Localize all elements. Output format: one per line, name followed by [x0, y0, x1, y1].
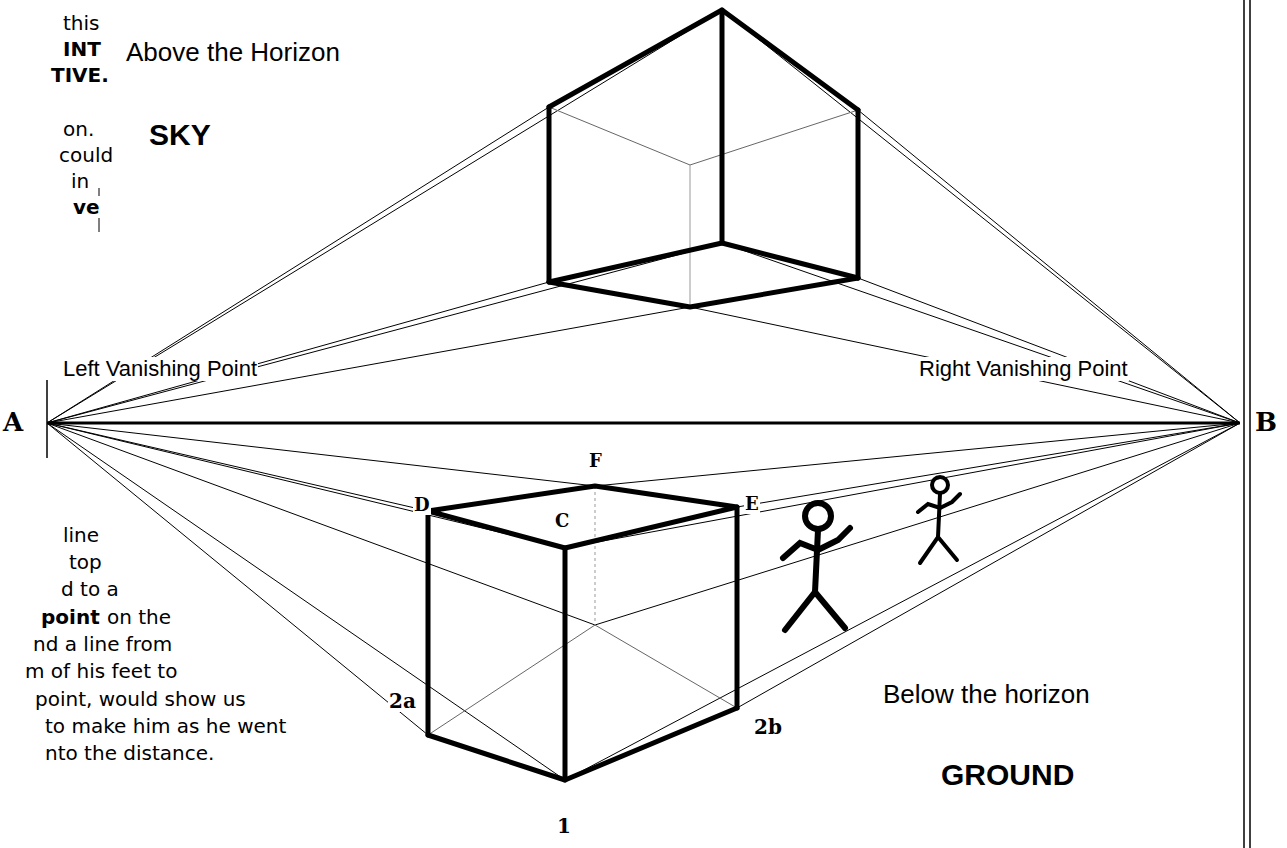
region-label: Above the Horizon [125, 38, 341, 67]
corner-letter: E [744, 494, 760, 514]
note-text: INT [62, 38, 102, 60]
corner-letter: C [554, 511, 570, 531]
corner-letter: F [588, 451, 603, 471]
vanishing-point-label: Right Vanishing Point [918, 357, 1129, 381]
note-text: ve [72, 196, 101, 218]
note-text: d to a [60, 578, 120, 600]
region-label: SKY [148, 118, 212, 151]
callout-number: 2a [388, 690, 417, 712]
corner-letter: D [413, 495, 431, 515]
note-text: point, would show us [34, 688, 247, 710]
note-text: nto the distance. [44, 742, 215, 764]
vanishing-point-label: Left Vanishing Point [62, 357, 258, 381]
point-letter: B [1254, 408, 1278, 437]
stick-figure [918, 477, 960, 563]
callout-number: 2b [753, 716, 783, 738]
region-label: Below the horizon [882, 680, 1091, 709]
note-text: could [58, 144, 114, 166]
stick-figure [783, 503, 850, 630]
region-label: GROUND [940, 758, 1075, 791]
note-text: on. [62, 118, 95, 140]
note-text: on the [106, 606, 172, 628]
note-text: to make him as he went [44, 715, 287, 737]
note-text: TIVE. [50, 64, 110, 86]
point-letter: A [2, 408, 24, 437]
callout-number: 1 [556, 815, 572, 837]
note-text: m of his feet to [24, 660, 178, 682]
note-text: top [68, 551, 103, 573]
note-text: this [62, 12, 101, 34]
note-text: line [62, 524, 100, 546]
note-text: point [40, 606, 101, 628]
note-text: nd a line from [32, 633, 173, 655]
note-text: in [70, 170, 90, 192]
